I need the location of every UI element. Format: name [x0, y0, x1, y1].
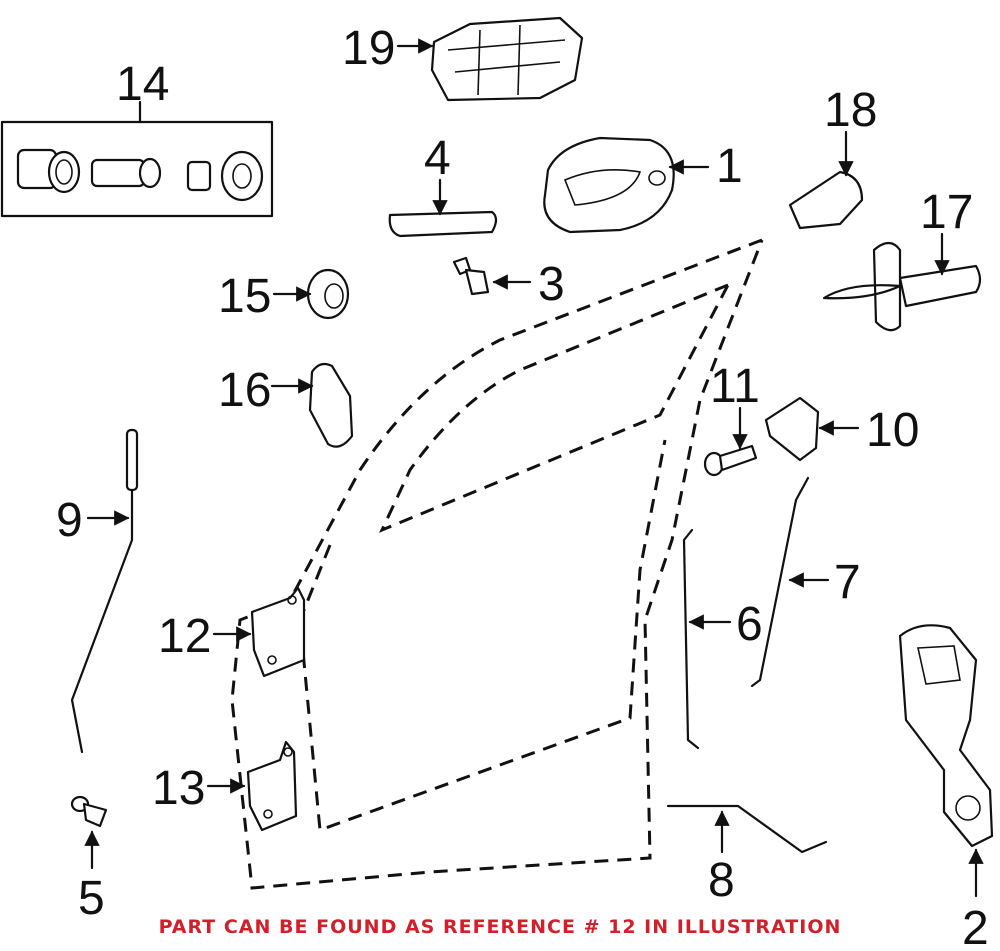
bolt-part [452, 256, 490, 296]
actuator-cover [788, 170, 864, 230]
callout-17: 17 [920, 186, 973, 239]
callout-3: 3 [538, 258, 565, 311]
lock-cylinder-kit [0, 120, 274, 218]
door-latch-assembly [898, 624, 994, 848]
grommet-part [306, 268, 350, 320]
callout-19: 19 [342, 22, 395, 75]
inner-handle-bracket [430, 16, 584, 102]
callout-10: 10 [866, 404, 919, 457]
callout-2: 2 [962, 902, 989, 951]
callout-16: 16 [218, 364, 271, 417]
lower-hinge [246, 740, 298, 832]
rod-9-knob [125, 428, 139, 492]
callout-9: 9 [56, 494, 83, 547]
callout-12: 12 [158, 610, 211, 663]
upper-hinge [250, 586, 306, 678]
release-linkage [822, 241, 982, 332]
callout-13: 13 [152, 762, 205, 815]
rod-clip [308, 362, 354, 448]
callout-5: 5 [78, 872, 105, 925]
leader-lines [84, 38, 984, 898]
door-striker [764, 396, 820, 462]
door-frame-outline [230, 238, 764, 890]
control-rod-7 [750, 476, 810, 688]
hinge-screw [70, 795, 108, 828]
callout-15: 15 [218, 270, 271, 323]
callout-4: 4 [424, 132, 451, 185]
handle-gasket [388, 210, 498, 238]
lock-rod-9 [70, 430, 134, 754]
outside-door-handle [543, 136, 675, 234]
callout-6: 6 [736, 598, 763, 651]
callout-8: 8 [708, 854, 735, 907]
reference-note: PART CAN BE FOUND AS REFERENCE # 12 IN I… [158, 916, 842, 938]
striker-bolt [703, 444, 758, 477]
callout-14: 14 [116, 58, 169, 111]
callout-7: 7 [834, 556, 861, 609]
callout-1: 1 [716, 140, 743, 193]
control-rod-6 [682, 528, 700, 750]
callout-18: 18 [824, 84, 877, 137]
control-rod-8 [666, 804, 828, 854]
callout-11: 11 [710, 360, 760, 413]
